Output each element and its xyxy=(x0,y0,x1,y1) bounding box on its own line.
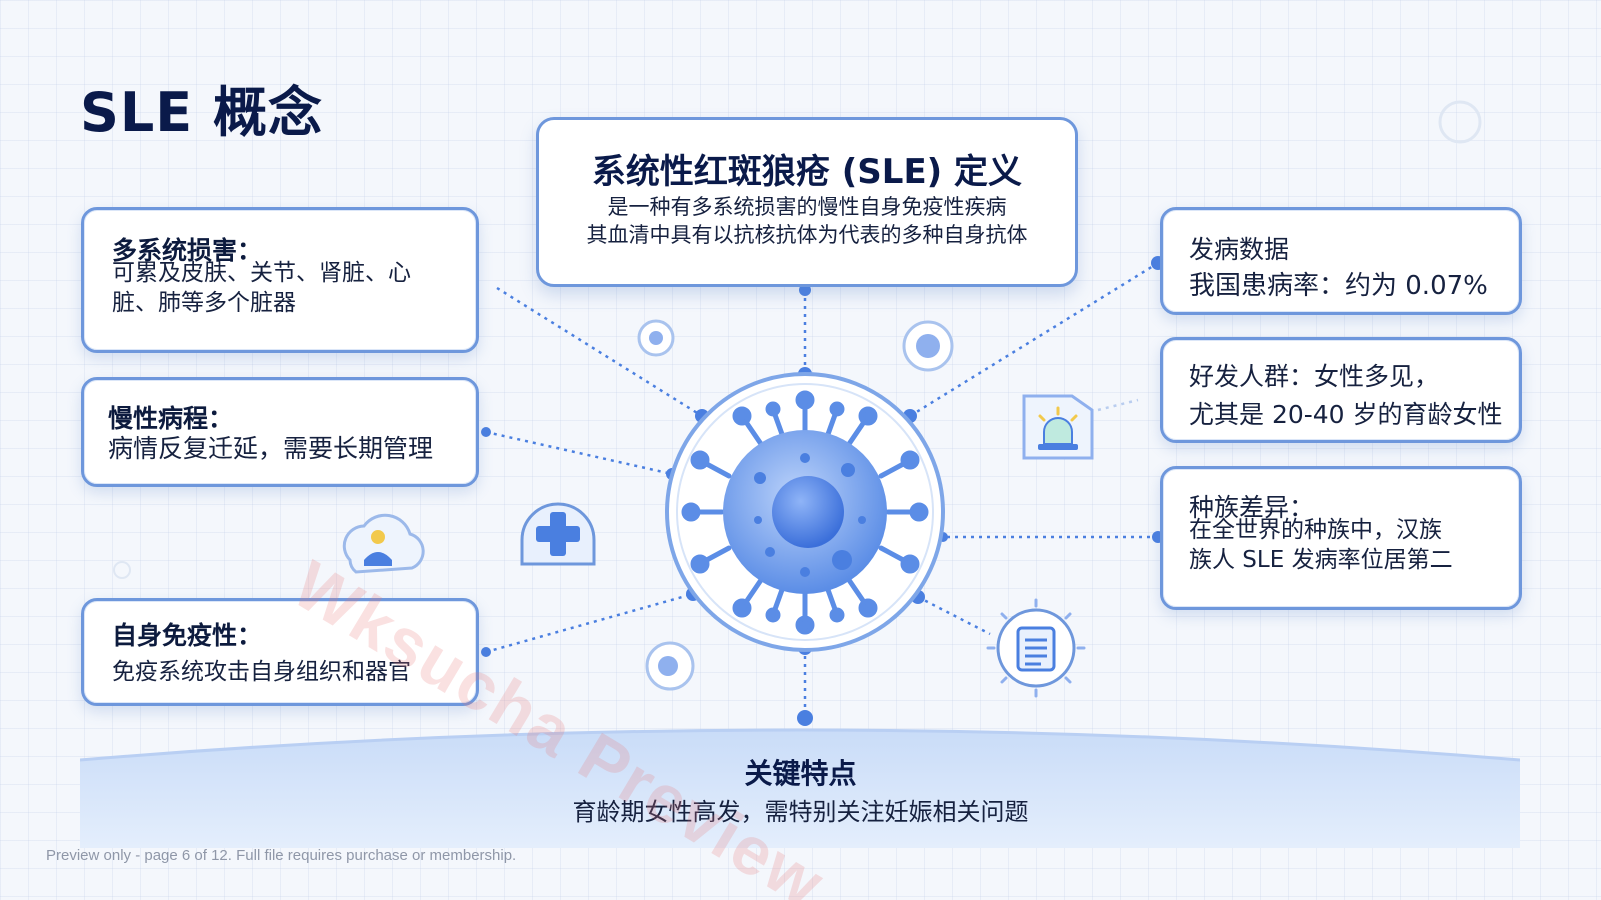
medical-cross-icon xyxy=(520,502,596,566)
virus-icon xyxy=(665,372,945,652)
page-title: SLE 概念 xyxy=(80,81,323,144)
definition-line-1: 是一种有多系统损害的慢性自身免疫性疾病 xyxy=(607,195,1007,219)
card-incidence-data: 发病数据 我国患病率：约为 0.07% xyxy=(1160,207,1522,315)
card-heading: 慢性病程： xyxy=(108,404,234,433)
preview-footer: Preview only - page 6 of 12. Full file r… xyxy=(46,847,517,864)
definition-heading: 系统性红斑狼疮 (SLE) 定义 xyxy=(591,152,1023,192)
card-high-risk-group: 好发人群：女性多见， 尤其是 20-40 岁的育龄女性 xyxy=(1160,337,1522,443)
card-text: 族人 SLE 发病率位居第二 xyxy=(1189,547,1453,573)
card-text: 发病数据 xyxy=(1189,235,1290,264)
card-text: 免疫系统攻击自身组织和器官 xyxy=(112,659,411,685)
card-heading: 多系统损害： xyxy=(112,236,263,265)
orbit-dot-icon xyxy=(637,319,954,691)
doctor-icon xyxy=(342,513,425,574)
connector-lines xyxy=(485,261,1159,718)
card-ethnic-difference: 种族差异： 在全世界的种族中，汉族 族人 SLE 发病率位居第二 xyxy=(1160,466,1522,610)
key-feature-text: 育龄期女性高发，需特别关注妊娠相关问题 xyxy=(572,798,1029,826)
card-text: 尤其是 20-40 岁的育龄女性 xyxy=(1189,400,1503,429)
card-text: 我国患病率：约为 0.07% xyxy=(1189,271,1488,301)
card-text: 脏、肺等多个脏器 xyxy=(112,290,296,316)
card-heading: 自身免疫性： xyxy=(112,621,263,650)
card-text: 好发人群：女性多见， xyxy=(1189,362,1440,391)
key-feature-band xyxy=(80,720,1520,848)
card-text: 病情反复迁延，需要长期管理 xyxy=(108,434,434,463)
card-text: 在全世界的种族中，汉族 xyxy=(1189,517,1442,543)
document-icon xyxy=(986,598,1086,698)
alert-light-icon xyxy=(1022,394,1094,460)
card-autoimmune: 自身免疫性： 免疫系统攻击自身组织和器官 xyxy=(81,598,479,706)
key-feature-heading: 关键特点 xyxy=(744,757,857,790)
definition-line-2: 其血清中具有以抗核抗体为代表的多种自身抗体 xyxy=(586,223,1028,247)
card-heading: 种族差异： xyxy=(1189,493,1315,522)
card-chronic-course: 慢性病程： 病情反复迁延，需要长期管理 xyxy=(81,377,479,487)
card-multi-system: 多系统损害： 可累及皮肤、关节、肾脏、心 脏、肺等多个脏器 xyxy=(81,207,479,353)
card-text: 可累及皮肤、关节、肾脏、心 xyxy=(112,260,411,286)
definition-card: 系统性红斑狼疮 (SLE) 定义 是一种有多系统损害的慢性自身免疫性疾病 其血清… xyxy=(536,117,1078,287)
